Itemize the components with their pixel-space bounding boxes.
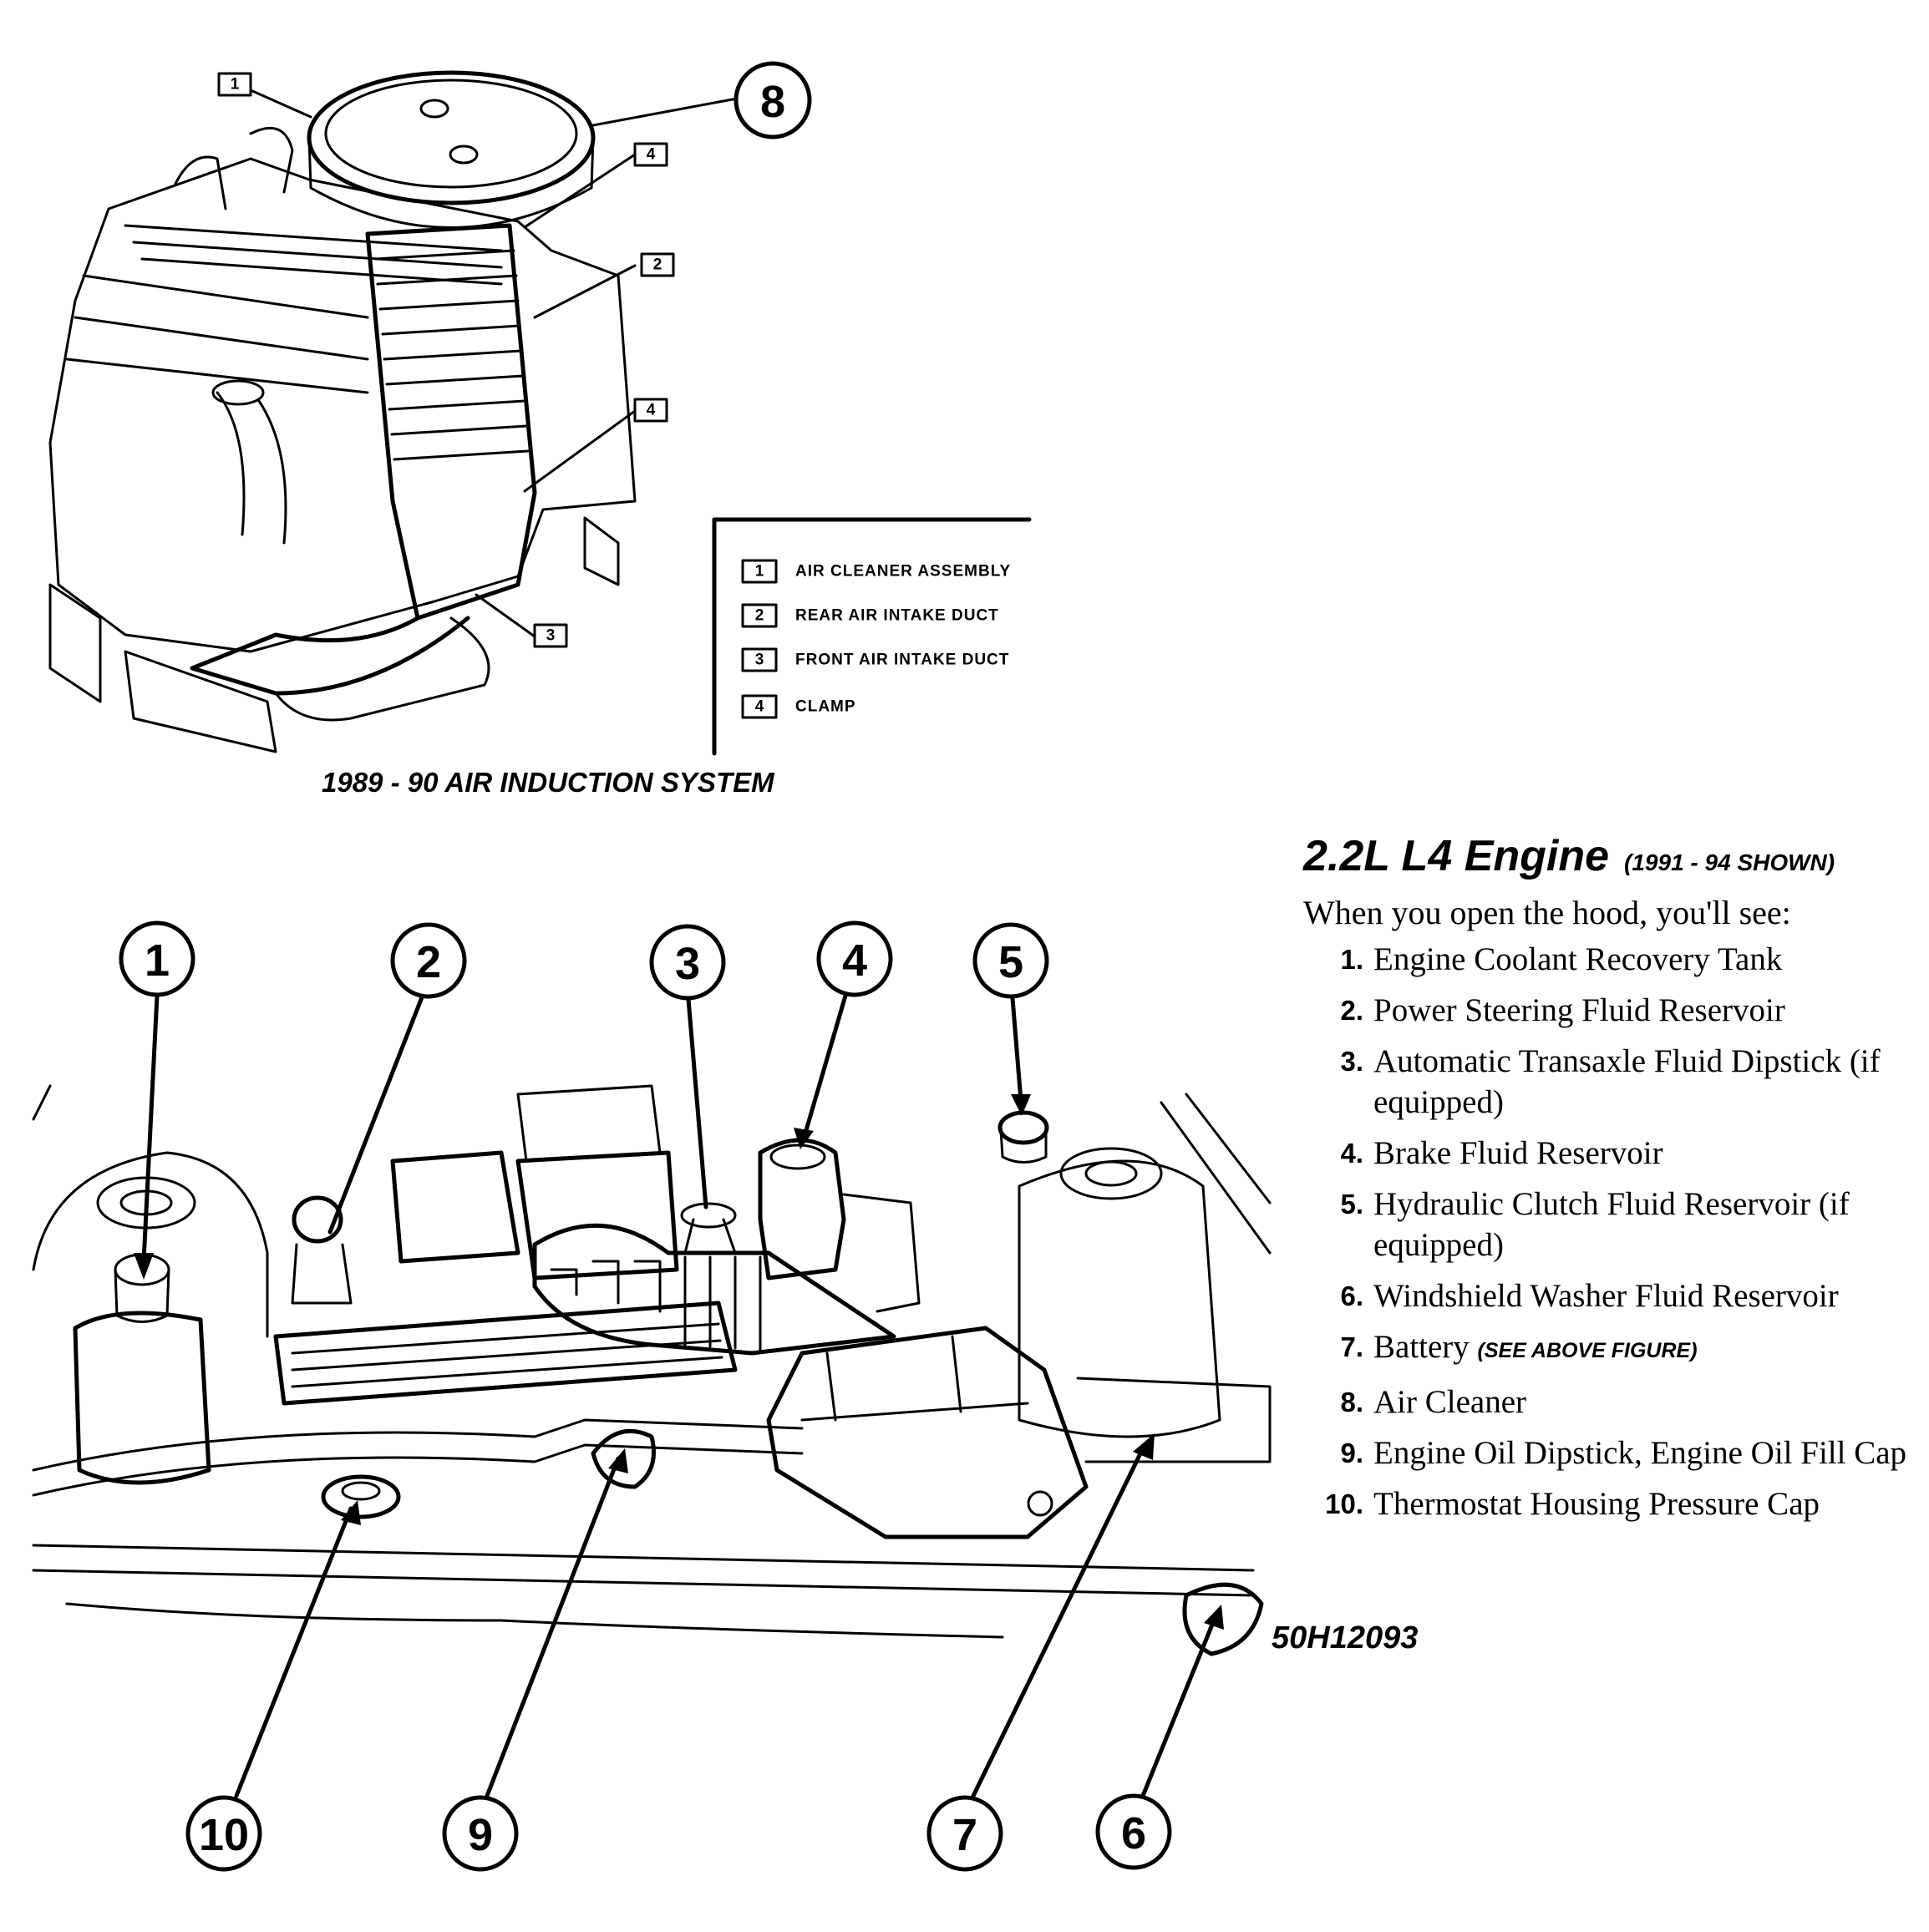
parts-list: 1. Engine Coolant Recovery Tank 2. Power S… (1303, 939, 1921, 1524)
legend-number: 4 (755, 698, 764, 716)
part-number: 10. (1325, 1488, 1363, 1519)
bottom-callout-1: 1 (119, 920, 195, 997)
callout-label: 3 (675, 939, 700, 989)
part-name: Battery (1373, 1329, 1470, 1365)
callout-label: 9 (468, 1810, 493, 1860)
legend-item-4: 4 CLAMP (741, 694, 856, 719)
engine-title-text: 2.2L L4 Engine (1303, 832, 1610, 880)
callout-label: 8 (760, 77, 785, 127)
legend-number: 1 (755, 563, 764, 581)
bottom-leader-lines (134, 993, 1224, 1798)
part-name: Automatic Transaxle Fluid Dipstick (if e… (1373, 1043, 1881, 1120)
list-item: 6. Windshield Washer Fluid Reservoir (1303, 1275, 1921, 1316)
figure-code: 50H12093 (1272, 1620, 1419, 1656)
callout-label: 1 (145, 936, 170, 986)
legend-label: REAR AIR INTAKE DUCT (795, 607, 999, 625)
part-name: Engine Oil Dipstick, Engine Oil Fill Cap (1373, 1435, 1907, 1471)
legend-label: FRONT AIR INTAKE DUCT (795, 652, 1009, 669)
legend-number: 2 (755, 607, 764, 625)
top-figure-caption: 1989 - 90 AIR INDUCTION SYSTEM (322, 767, 774, 798)
list-item: 3. Automatic Transaxle Fluid Dipstick (if… (1303, 1041, 1921, 1123)
part-number: 7. (1340, 1331, 1363, 1362)
legend-item-1: 1 AIR CLEANER ASSEMBLY (741, 559, 1011, 584)
bottom-callout-3: 3 (649, 924, 726, 1001)
bottom-engine-drawing (32, 1084, 1272, 1656)
part-name: Thermostat Housing Pressure Cap (1373, 1486, 1820, 1522)
part-number: 5. (1340, 1189, 1363, 1220)
part-number: 1. (1340, 944, 1363, 975)
top-callout-4a: 4 (633, 142, 668, 167)
part-name: Hydraulic Clutch Fluid Reservoir (if equ… (1373, 1186, 1850, 1263)
part-name-with-note: Battery (SEE ABOVE FIGURE) (1373, 1326, 1921, 1372)
info-panel: 2.2L L4 Engine (1991 - 94 SHOWN) When you… (1303, 831, 1921, 1534)
callout-label: 6 (1121, 1808, 1146, 1858)
part-number: 4. (1340, 1138, 1363, 1169)
part-name: Engine Coolant Recovery Tank (1373, 941, 1783, 977)
bottom-callout-5: 5 (972, 922, 1049, 999)
bottom-callout-10: 10 (185, 1795, 262, 1872)
callout-label: 10 (199, 1810, 249, 1860)
list-item: 2. Power Steering Fluid Reservoir (1303, 990, 1921, 1031)
callout-label: 2 (653, 256, 662, 274)
list-item: 1. Engine Coolant Recovery Tank (1303, 939, 1921, 980)
part-note: (SEE ABOVE FIGURE) (1477, 1339, 1698, 1362)
top-callout-4b: 4 (633, 398, 668, 423)
bottom-callout-7: 7 (926, 1795, 1003, 1872)
callout-label: 4 (647, 146, 656, 164)
callout-label: 5 (998, 937, 1023, 987)
top-leader-lines (249, 89, 739, 638)
legend-label: AIR CLEANER ASSEMBLY (795, 563, 1011, 581)
part-number: 6. (1340, 1280, 1363, 1311)
part-number: 3. (1340, 1046, 1363, 1077)
part-number: 2. (1340, 995, 1363, 1026)
part-number: 8. (1340, 1387, 1363, 1417)
legend-number: 3 (755, 652, 764, 669)
list-item: 4. Brake Fluid Reservoir (1303, 1133, 1921, 1174)
part-name: Brake Fluid Reservoir (1373, 1135, 1663, 1171)
legend-item-2: 2 REAR AIR INTAKE DUCT (741, 603, 999, 628)
callout-label: 2 (416, 937, 441, 987)
callout-label: 4 (647, 402, 656, 419)
part-name: Power Steering Fluid Reservoir (1373, 992, 1785, 1028)
bottom-callout-9: 9 (442, 1795, 519, 1872)
top-callout-2: 2 (640, 252, 675, 277)
bottom-callout-6: 6 (1095, 1793, 1172, 1870)
bottom-callout-4: 4 (816, 920, 893, 997)
list-item: 7. Battery (SEE ABOVE FIGURE) (1303, 1326, 1921, 1372)
callout-label: 3 (546, 627, 556, 645)
top-callout-3: 3 (533, 623, 568, 648)
list-item: 5. Hydraulic Clutch Fluid Reservoir (if e… (1303, 1184, 1921, 1265)
callout-label: 1 (231, 76, 240, 94)
intro-text: When you open the hood, you'll see: (1303, 894, 1791, 931)
list-item: 10. Thermostat Housing Pressure Cap (1303, 1483, 1921, 1524)
part-number: 9. (1340, 1438, 1363, 1468)
legend-label: CLAMP (795, 698, 856, 716)
engine-title: 2.2L L4 Engine (1991 - 94 SHOWN) (1303, 831, 1921, 881)
part-name: Air Cleaner (1373, 1384, 1527, 1420)
list-item: 9. Engine Oil Dipstick, Engine Oil Fill C… (1303, 1433, 1921, 1473)
bottom-callout-2: 2 (390, 922, 467, 999)
callout-label: 4 (842, 936, 867, 986)
top-engine-drawing (48, 70, 637, 753)
part-name: Windshield Washer Fluid Reservoir (1373, 1278, 1839, 1314)
top-callout-1: 1 (217, 72, 252, 97)
callout-label: 7 (952, 1810, 977, 1860)
engine-subtitle: (1991 - 94 SHOWN) (1624, 849, 1835, 875)
top-callout-8: 8 (734, 61, 812, 139)
top-legend: 1 AIR CLEANER ASSEMBLY 2 REAR AIR INTAKE… (712, 517, 1032, 756)
list-item: 8. Air Cleaner (1303, 1382, 1921, 1422)
legend-item-3: 3 FRONT AIR INTAKE DUCT (741, 647, 1009, 672)
